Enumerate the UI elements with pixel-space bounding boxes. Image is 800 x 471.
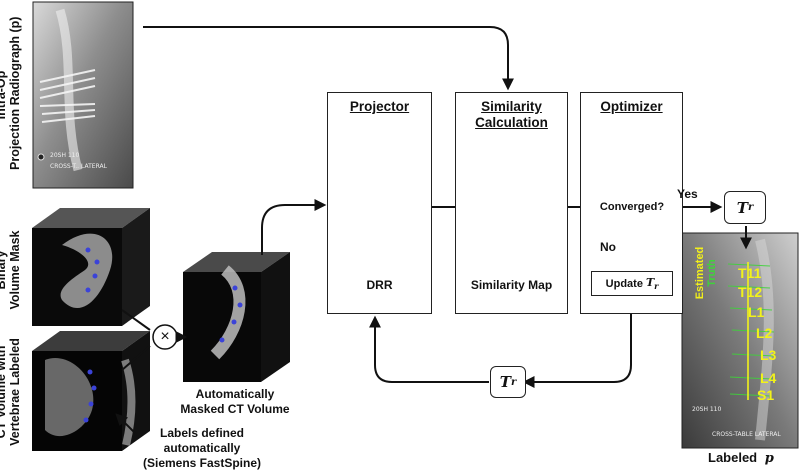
estimated-label: Estimated [694,246,706,300]
no-label: No [600,240,616,254]
update-var-sub: r [654,281,659,292]
vertebra-label-l4: L4 [760,370,777,386]
labels-defined-caption: Labels defined automatically (Siemens Fa… [137,426,267,471]
masked-ct-caption: Automatically Masked CT Volume [180,387,290,417]
radiograph-label: Intra-Op Projection Radiograph (p) [0,16,24,170]
multiply-symbol: × [160,328,170,345]
labels-defined-line3: (Siemens FastSpine) [142,456,262,470]
projector-title: Projector [349,99,410,114]
converged-text: Converged? [599,201,665,213]
similarity-map-caption: Similarity Map [470,278,553,292]
vertebra-label-l2: L2 [756,325,773,341]
truth-label: Truth [706,259,718,287]
radiograph-label-line2: Projection Radiograph (p) [8,16,22,170]
vertebra-label-t12: T12 [738,284,763,300]
radiograph-label-line1: Intra-Op [0,70,8,120]
labels-pointer-arrow [115,413,138,436]
ct-label-line1: CT Volume with [0,345,8,439]
update-tr-box: Update Tr [591,271,673,296]
labeled-caption-text: Labeled [708,450,758,465]
transform-feedback-sub: r [510,376,517,388]
projector-box: Projector DRR [327,92,432,314]
labels-defined-line1: Labels defined [159,426,245,440]
mask-label-line2: Volume Mask [8,230,22,310]
update-label: Update [605,277,643,290]
mask-cube [32,208,150,326]
masked-ct-caption-line1: Automatically [195,387,275,401]
transform-feedback-var: T [499,373,511,391]
radiograph-overlay: 20SH 110 CROSS-T.. LATERAL [50,152,107,170]
radiograph-overlay-line1: 20SH 110 [50,152,80,159]
optimizer-title: Optimizer [600,99,663,114]
masked-ct-caption-line2: Masked CT Volume [180,402,290,416]
masked-ct-cube [183,252,290,382]
transform-output-sub: r [747,202,754,213]
vertebra-label-t11: T11 [738,265,762,281]
transform-output-var: T [736,198,748,217]
radiograph-image [32,1,134,189]
labeled-radiograph-image [681,232,799,449]
similarity-title-line2: Calculation [475,115,548,130]
labels-defined-line2: automatically [163,441,241,455]
yes-label: Yes [677,187,698,201]
labeled-overlay-line2: CROSS-TABLE LATERAL [712,431,781,438]
ct-label: CT Volume with Vertebrae Labeled [0,338,24,446]
similarity-box: Similarity Calculation Similarity Map [455,92,568,314]
labeled-radiograph-overlay: 20SH 110 CROSS-TABLE LATERAL [692,406,781,438]
update-var-letter: T [645,275,655,289]
ct-cube [32,331,150,451]
labeled-caption-var: p [764,451,774,466]
ct-label-line2: Vertebrae Labeled [8,338,22,446]
vertebra-label-l3: L3 [760,347,777,363]
labeled-overlay-line1: 20SH 110 [692,406,722,413]
mask-label: Binary Volume Mask [0,230,24,310]
vertebra-label-s1: S1 [757,387,775,403]
labeled-p-caption: Labeled p [708,450,774,466]
vertebra-label-l1: L1 [748,304,765,320]
mask-label-line1: Binary [0,250,8,290]
radiograph-overlay-line2: CROSS-T.. LATERAL [50,163,107,170]
similarity-title-line1: Similarity [481,99,542,114]
drr-caption: DRR [366,278,393,292]
similarity-title: Similarity Calculation [456,99,567,131]
update-var: Tr [646,276,658,291]
estimated-truth-legend: Estimated Truth [694,243,720,303]
